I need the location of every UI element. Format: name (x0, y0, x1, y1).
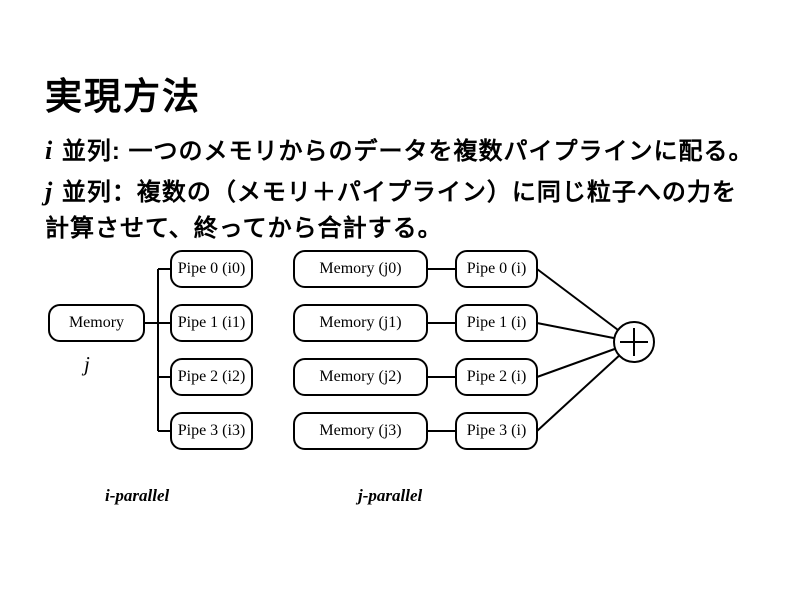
j-pipe-box-3: Pipe 3 (i) (455, 412, 538, 450)
connector-jpipe0-sum (536, 268, 635, 343)
math-var-j: j (45, 177, 53, 206)
body-line-3-text: 計算させて、終ってから合計する。 (45, 215, 443, 242)
body-line-2: j 並列：複数の（メモリ＋パイプライン）に同じ粒子への力を (45, 179, 737, 205)
connector-jpipe1-sum (536, 322, 635, 343)
i-pipe-box-1: Pipe 1 (i1) (170, 304, 253, 342)
connector-jpipe2-sum (536, 341, 635, 378)
plus-circle-icon (613, 321, 655, 363)
body-line-3: 計算させて、終ってから合計する。 (45, 217, 443, 241)
memory-source-box: Memory (48, 304, 145, 342)
body-line-2-text: 並列：複数の（メモリ＋パイプライン）に同じ粒子への力を (54, 179, 737, 206)
body-line-1: i 並列: 一つのメモリからのデータを複数パイプラインに配る。 (45, 138, 754, 164)
i-pipe-box-3: Pipe 3 (i3) (170, 412, 253, 450)
j-pipe-box-2: Pipe 2 (i) (455, 358, 538, 396)
slide-title: 実現方法 (45, 76, 201, 117)
caption-i-parallel: i-parallel (105, 486, 170, 505)
i-pipe-box-2: Pipe 2 (i2) (170, 358, 253, 396)
j-pipe-box-1: Pipe 1 (i) (455, 304, 538, 342)
j-pipe-box-0: Pipe 0 (i) (455, 250, 538, 288)
body-line-1-text: 並列: 一つのメモリからのデータを複数パイプラインに配る。 (54, 138, 754, 165)
connector-jpipe3-sum (536, 341, 635, 432)
j-memory-box-1: Memory (j1) (293, 304, 428, 342)
j-memory-box-3: Memory (j3) (293, 412, 428, 450)
caption-j-parallel: j-parallel (358, 486, 423, 505)
j-memory-box-0: Memory (j0) (293, 250, 428, 288)
j-memory-box-2: Memory (j2) (293, 358, 428, 396)
math-var-i: i (45, 136, 53, 165)
memory-source-sublabel: j (84, 352, 90, 376)
i-pipe-box-0: Pipe 0 (i0) (170, 250, 253, 288)
